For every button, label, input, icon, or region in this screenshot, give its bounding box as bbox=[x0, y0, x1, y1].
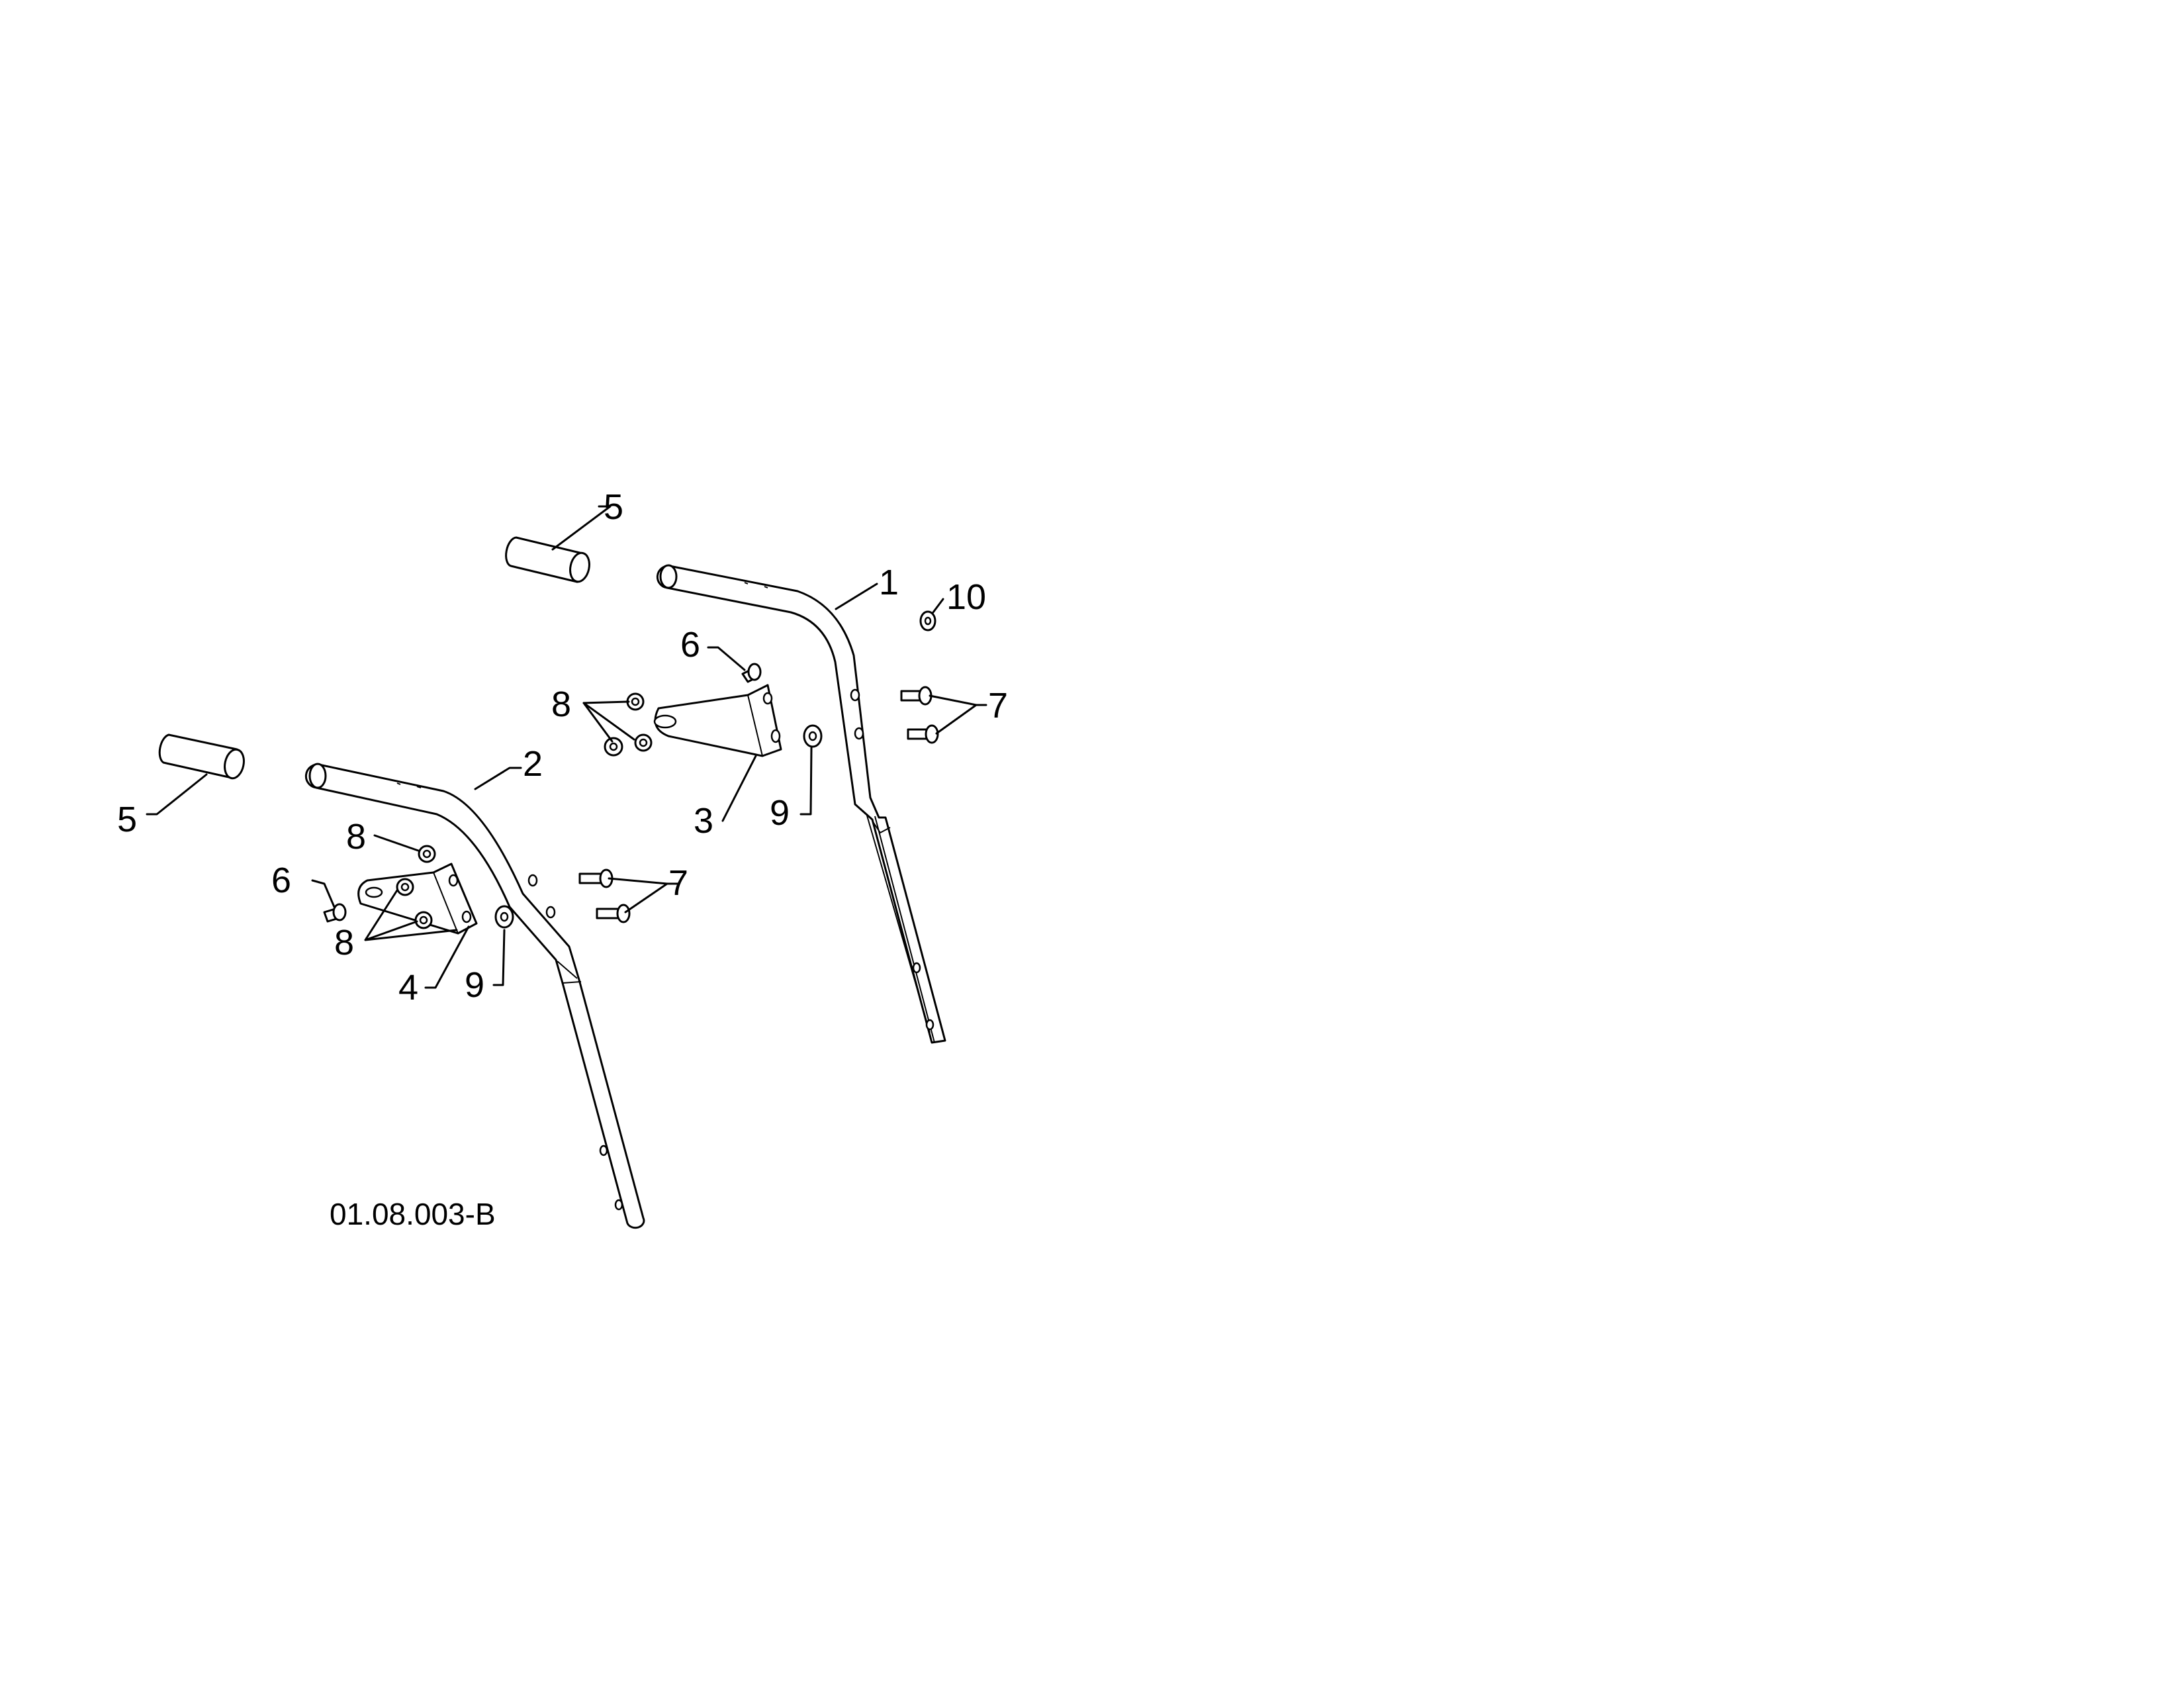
callout-bolts-upper: 7 bbox=[988, 686, 1008, 726]
bracket-upper bbox=[653, 684, 782, 757]
callout-washer-top: 10 bbox=[946, 577, 986, 617]
nuts-lower bbox=[396, 878, 433, 929]
callout-grip-lower: 5 bbox=[117, 800, 137, 839]
callout-grip-upper: 5 bbox=[604, 487, 623, 527]
grip-upper bbox=[505, 536, 590, 583]
callout-bracket-lower: 4 bbox=[398, 968, 418, 1008]
callout-bracket-upper: 3 bbox=[694, 801, 713, 841]
callout-handle-left: 2 bbox=[523, 744, 543, 784]
washer-upper bbox=[803, 724, 823, 748]
grip-lower bbox=[158, 733, 245, 780]
drawing-code: 01.08.003-B bbox=[330, 1197, 496, 1231]
callout-nuts-lower: 8 bbox=[334, 923, 354, 962]
bracket-lower bbox=[357, 863, 478, 935]
bolts-lower bbox=[578, 868, 631, 923]
callout-washer-lower: 9 bbox=[465, 965, 484, 1005]
washer-lower bbox=[494, 905, 514, 929]
handle-bar-right bbox=[656, 564, 946, 1044]
leader-lines bbox=[146, 505, 987, 989]
callout-handle-right: 1 bbox=[879, 563, 899, 602]
nut-lower-top bbox=[418, 845, 436, 863]
callout-washer-upper: 9 bbox=[770, 793, 790, 833]
washer-top bbox=[919, 610, 936, 632]
callout-screw-lower: 6 bbox=[271, 861, 291, 900]
screw-lower bbox=[323, 903, 347, 923]
callout-nuts-upper: 8 bbox=[551, 684, 571, 724]
callout-screw-upper: 6 bbox=[680, 625, 700, 665]
callout-bolts-lower: 7 bbox=[668, 863, 688, 903]
handle-bar-left bbox=[304, 763, 645, 1229]
nuts-upper bbox=[604, 692, 653, 757]
bolts-upper bbox=[900, 686, 939, 744]
screw-upper bbox=[741, 663, 762, 683]
callout-nut-lower-top: 8 bbox=[346, 817, 366, 857]
